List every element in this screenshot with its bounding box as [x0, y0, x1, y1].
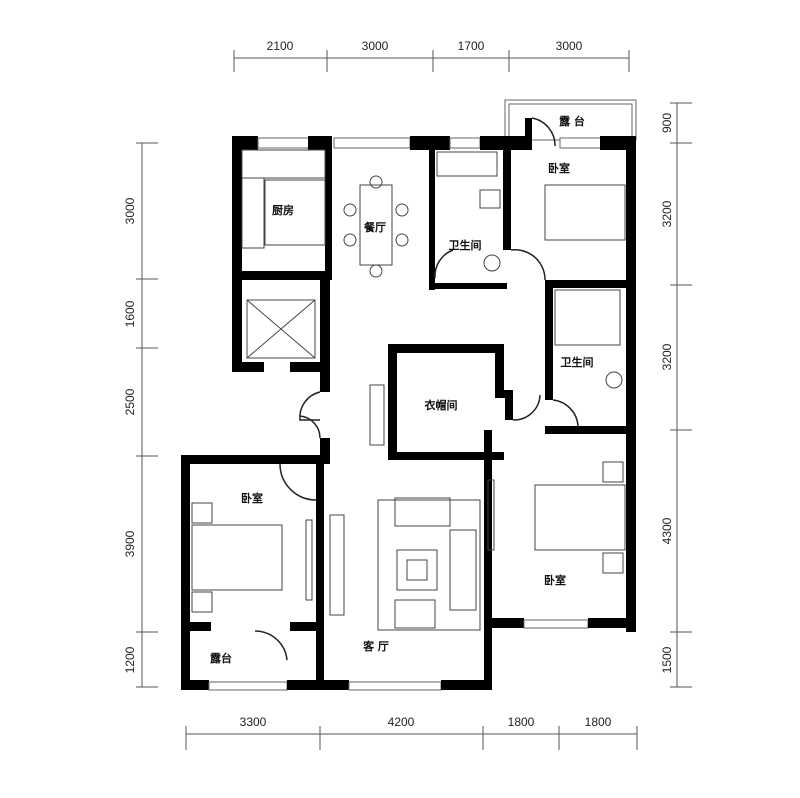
bed	[534, 484, 626, 551]
console	[369, 384, 385, 446]
room-label-bedroom-right: 卧室	[544, 573, 566, 587]
dim-label: 900	[660, 113, 674, 133]
room-label-bedroom-left: 卧室	[241, 491, 263, 505]
room-label-bedroom-top-right: 卧室	[548, 161, 570, 175]
dimension-right: 900 3200 3200 4300 1500	[660, 102, 692, 688]
dim-label: 3900	[123, 530, 137, 557]
room-label-living-room: 客 厅	[362, 639, 389, 653]
dim-label: 1500	[660, 646, 674, 673]
dim-label: 4200	[388, 715, 415, 729]
bed	[191, 524, 283, 591]
dim-label: 3000	[123, 197, 137, 224]
dim-label: 3000	[362, 39, 389, 53]
dimension-bottom: 3300 4200 1800 1800	[185, 715, 638, 750]
furniture	[191, 149, 626, 631]
toilet	[479, 189, 501, 209]
dimension-left: 3000 1600 2500 3900 1200	[123, 142, 158, 688]
shower	[554, 289, 621, 346]
dim-label: 3200	[660, 343, 674, 370]
walls	[181, 99, 637, 691]
elevator	[246, 299, 316, 359]
tv-cabinet	[329, 514, 345, 616]
dim-label: 1600	[123, 300, 137, 327]
dim-label: 2100	[267, 39, 294, 53]
room-label-walk-in-closet: 衣帽间	[425, 398, 458, 412]
dim-label: 3300	[240, 715, 267, 729]
kitchen-counter	[241, 149, 326, 179]
dim-label: 2500	[123, 388, 137, 415]
bed	[544, 184, 626, 241]
room-label-kitchen: 厨房	[272, 203, 294, 217]
room-labels: 露 台 卧室 厨房 餐厅 卫生间 卫生间 衣帽间 卧室 卧室 露台 客 厅	[210, 114, 594, 665]
dim-label: 3200	[660, 200, 674, 227]
bathtub	[436, 151, 498, 177]
doors	[254, 117, 579, 661]
room-label-dining: 餐厅	[363, 220, 386, 234]
dimension-top: 2100 3000 1700 3000	[233, 39, 630, 72]
sofa-set	[377, 499, 481, 631]
dim-label: 1800	[508, 715, 535, 729]
dim-label: 3000	[556, 39, 583, 53]
coffee-table	[396, 549, 438, 591]
room-label-bathroom-1: 卫生间	[449, 238, 482, 252]
dim-label: 1200	[123, 646, 137, 673]
dim-label: 4300	[660, 517, 674, 544]
room-label-terrace-bottom: 露台	[210, 651, 232, 665]
dim-label: 1800	[585, 715, 612, 729]
room-label-bathroom-2: 卫生间	[561, 355, 594, 369]
room-label-terrace-top: 露 台	[559, 114, 585, 128]
dim-label: 1700	[458, 39, 485, 53]
